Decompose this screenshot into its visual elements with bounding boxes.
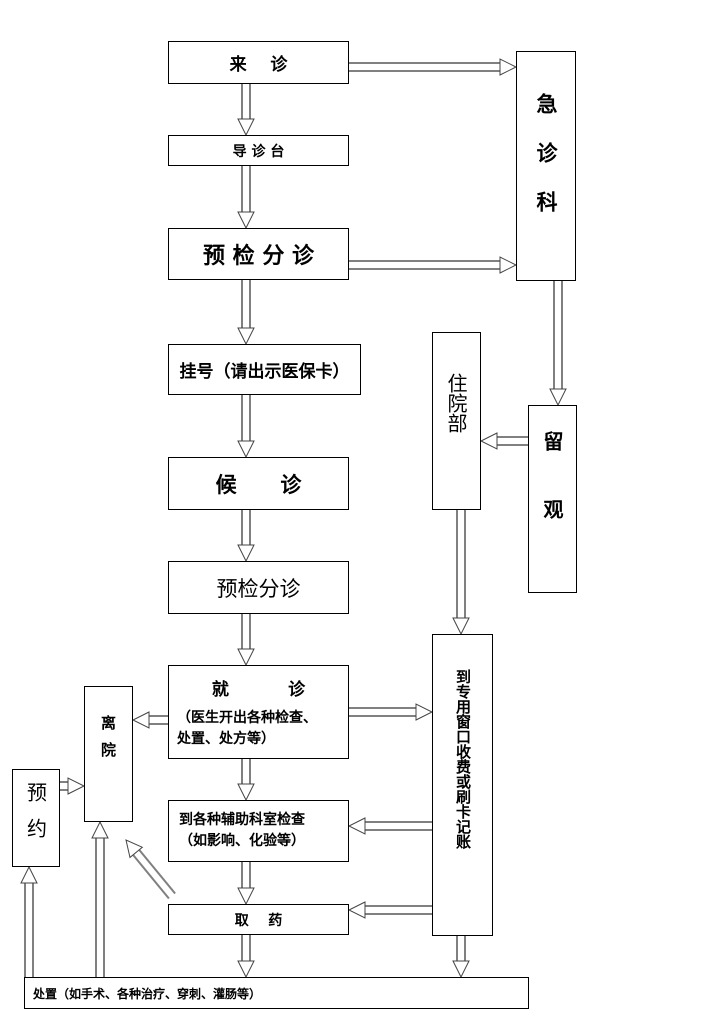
node-appointment: 预约 — [12, 769, 60, 867]
node-inpatient: 住院部 — [432, 332, 481, 510]
arrow-arrive-to-guide-desk — [237, 84, 255, 137]
arrow-consult-to-aux-exam — [237, 759, 255, 802]
arrow-triage-to-consult — [237, 614, 255, 667]
arrow-waiting-to-triage — [237, 510, 255, 563]
node-arrive-label: 来 诊 — [229, 55, 288, 75]
node-payment: 到专用窗口收费或刷卡记账 — [432, 634, 493, 936]
arrow-consult-to-payment — [349, 703, 434, 721]
node-pharmacy: 取 药 — [168, 904, 349, 935]
node-consult-title: 就 诊 — [211, 679, 306, 700]
node-emergency: 急诊科 — [516, 51, 576, 281]
node-guide-desk: 导 诊 台 — [168, 135, 349, 166]
node-observation: 留观 — [528, 405, 577, 593]
arrow-triage-to-register — [237, 280, 255, 346]
node-triage-1: 预 检 分 诊 — [168, 228, 349, 280]
node-leave: 离院 — [84, 686, 133, 822]
arrow-consult-to-leave — [131, 711, 168, 729]
node-triage-2-label: 预检分诊 — [216, 576, 301, 601]
node-payment-label: 到专用窗口收费或刷卡记账 — [454, 669, 472, 849]
node-observation-label: 留观 — [540, 431, 564, 567]
arrow-pharmacy-to-treatment — [237, 935, 255, 979]
node-triage-1-label: 预 检 分 诊 — [203, 243, 314, 269]
node-consult: 就 诊 （医生开出各种检查、 处置、处方等） — [168, 665, 349, 759]
node-emergency-label: 急诊科 — [534, 92, 559, 240]
arrow-appointment-to-leave — [60, 777, 86, 795]
arrow-observation-to-inpatient — [479, 432, 528, 450]
arrow-payment-to-treatment — [452, 936, 470, 979]
arrow-emergency-to-observation — [549, 281, 567, 407]
arrow-arrive-to-emergency — [349, 58, 518, 76]
node-register-label: 挂号（请出示医保卡） — [179, 362, 350, 382]
node-appointment-label: 预约 — [23, 782, 48, 854]
arrow-inpatient-to-payment — [452, 510, 470, 636]
node-triage-2: 预检分诊 — [168, 561, 349, 614]
node-aux-exam-label: 到各种辅助科室检查 （如影响、化验等） — [179, 812, 305, 849]
node-treatment-label: 处置（如手术、各种治疗、穿刺、灌肠等） — [33, 986, 262, 1001]
node-leave-label: 离院 — [99, 715, 117, 769]
arrow-register-to-waiting — [237, 395, 255, 459]
arrow-triage-to-emergency — [349, 256, 518, 274]
node-aux-exam: 到各种辅助科室检查 （如影响、化验等） — [168, 800, 349, 862]
node-pharmacy-label: 取 药 — [234, 912, 283, 929]
arrow-treatment-to-leave — [91, 820, 109, 977]
arrow-treatment-to-appointment — [20, 865, 38, 977]
node-consult-subtitle: （医生开出各种检查、 处置、处方等） — [177, 709, 317, 747]
arrow-pharmacy-to-leave — [125, 839, 176, 900]
node-treatment: 处置（如手术、各种治疗、穿刺、灌肠等） — [24, 977, 529, 1009]
node-arrive: 来 诊 — [168, 41, 349, 84]
node-inpatient-label: 住院部 — [444, 373, 468, 433]
arrow-guide-desk-to-triage — [237, 166, 255, 230]
node-waiting-label: 候 诊 — [215, 471, 302, 497]
node-register: 挂号（请出示医保卡） — [168, 344, 361, 395]
node-guide-desk-label: 导 诊 台 — [232, 143, 285, 160]
arrow-aux-exam-to-pharmacy — [237, 862, 255, 906]
node-waiting: 候 诊 — [168, 457, 349, 510]
arrow-payment-to-pharmacy — [347, 901, 432, 919]
arrow-payment-to-aux-exam — [347, 817, 432, 835]
